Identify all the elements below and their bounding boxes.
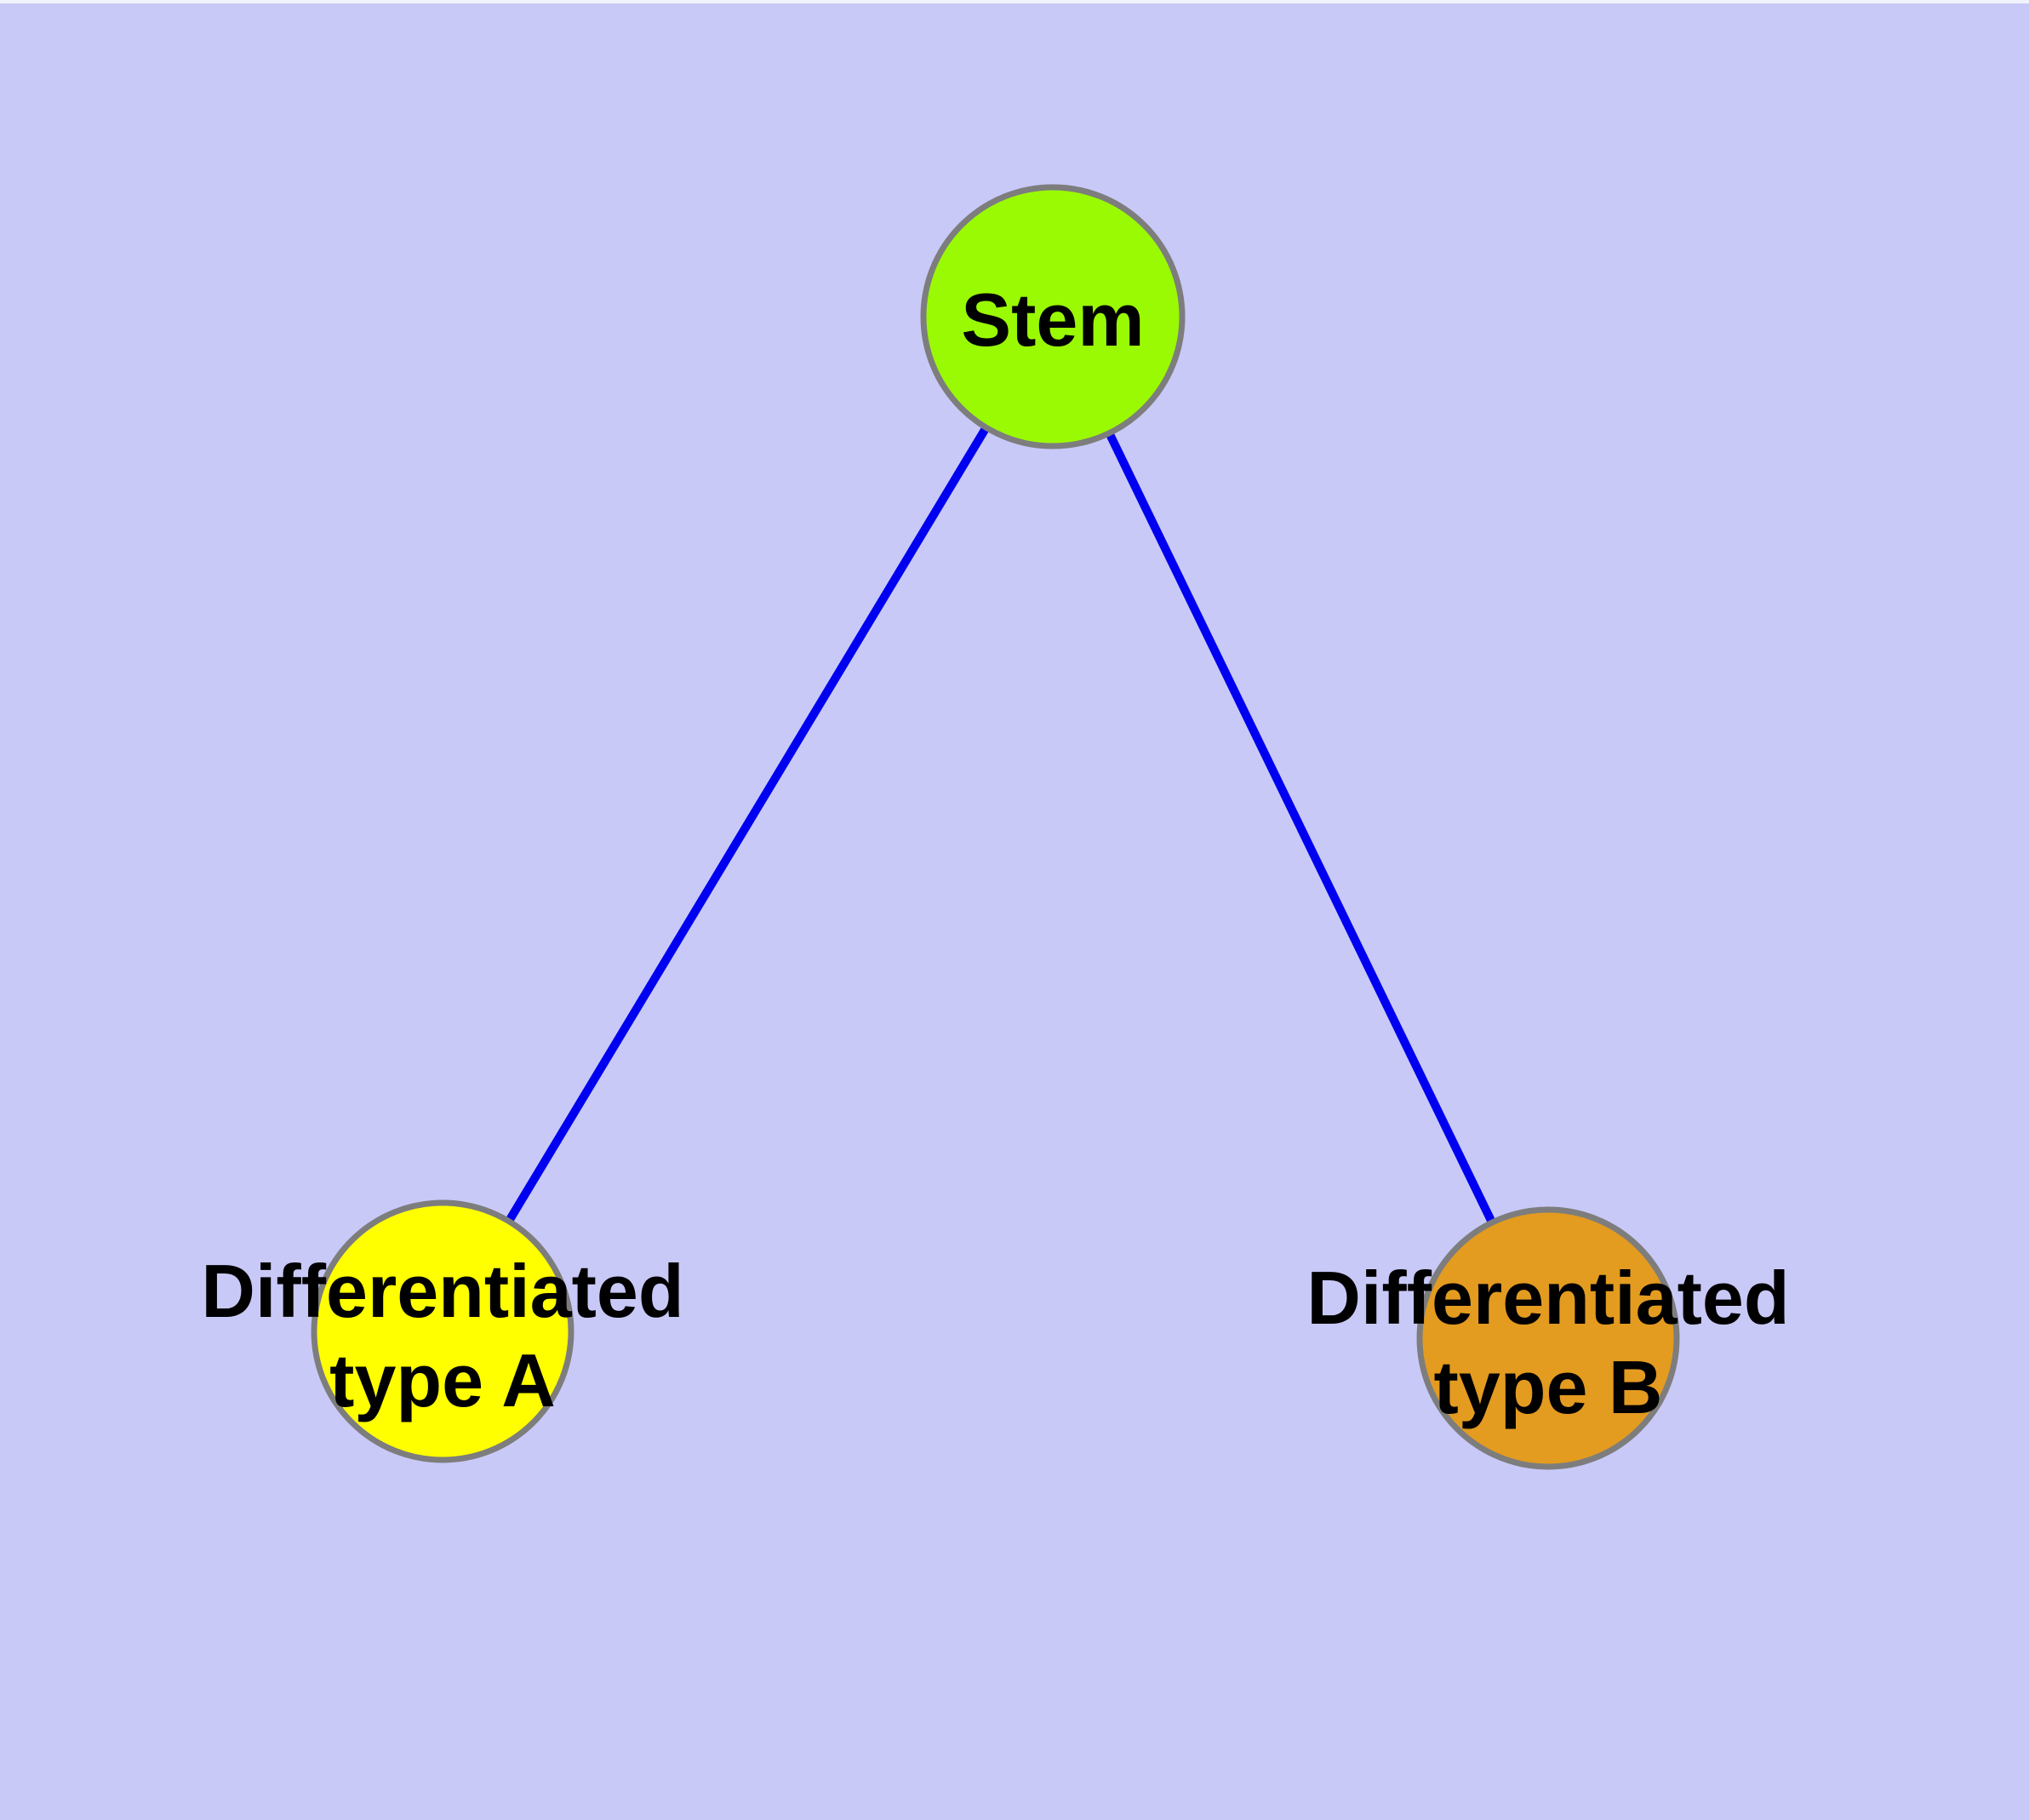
node-diff-a-label-line: type A: [329, 1338, 556, 1422]
graph-edges: [438, 314, 1552, 1341]
node-diff-b-circle: [1416, 1206, 1680, 1470]
node-stem-label-line: Stem: [961, 278, 1144, 362]
node-diff-a-label-line: Differentiated: [201, 1249, 683, 1333]
node-stem-circle: [920, 184, 1186, 449]
node-diff-b-label-line: type B: [1434, 1345, 1663, 1429]
node-stem-label: Stem: [961, 278, 1144, 362]
edge-stem-diff-a: [438, 314, 1057, 1334]
node-diff-b-label-line: Differentiated: [1306, 1256, 1789, 1340]
top-edge-strip: [0, 0, 2029, 3]
edge-stem-diff-b: [1049, 314, 1552, 1341]
node-diff-a-circle: [311, 1199, 574, 1463]
